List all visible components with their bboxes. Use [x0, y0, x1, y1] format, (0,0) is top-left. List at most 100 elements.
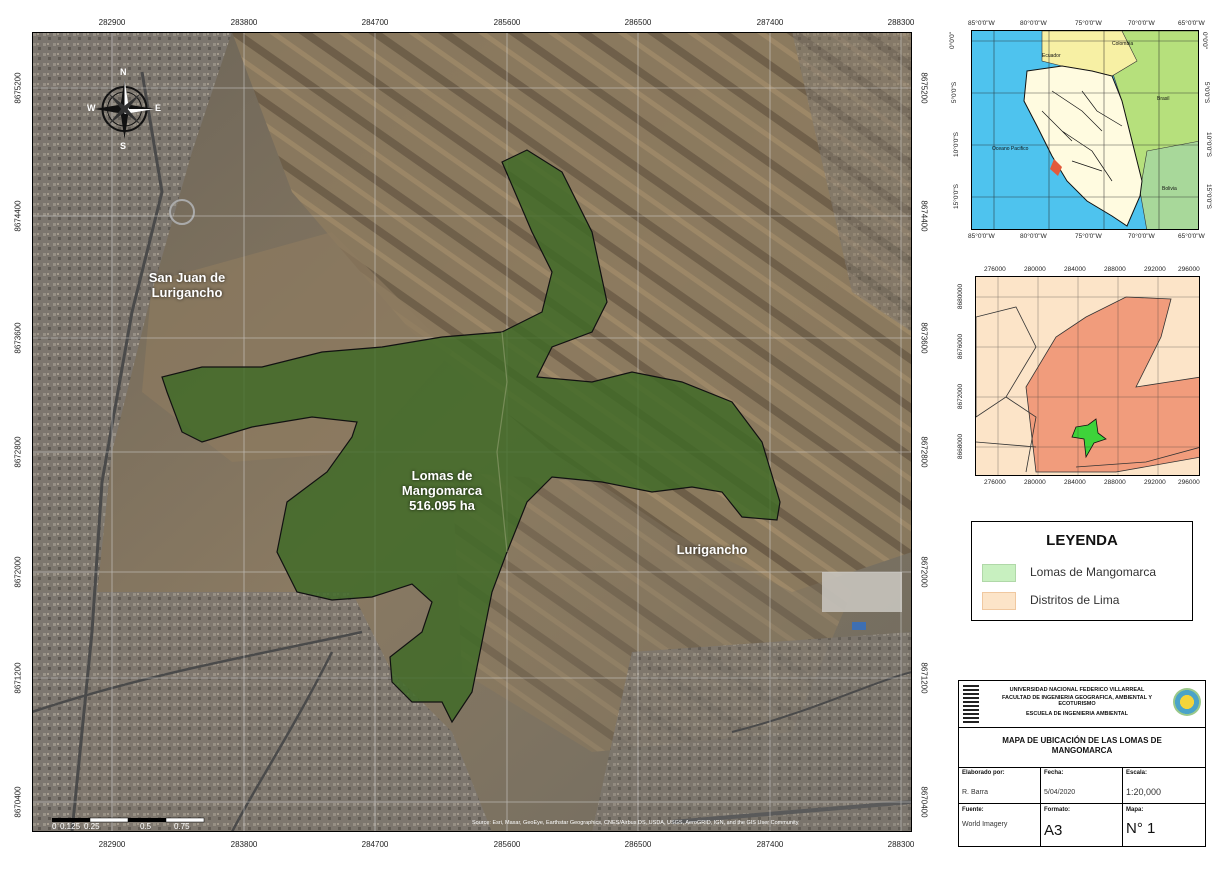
tb-fuente-value: World Imagery: [962, 821, 1008, 828]
tb-fecha-value: 5/04/2020: [1044, 789, 1076, 796]
peru-top-tick: 65°0'0"W: [1178, 20, 1205, 27]
top-tick: 282900: [98, 18, 126, 27]
legend-swatch-distritos: [982, 592, 1016, 610]
scale-label-1: 0.125: [60, 822, 81, 831]
label-bolivia: Bolivia: [1162, 186, 1177, 192]
tb-university: UNIVERSIDAD NACIONAL FEDERICO VILLARREAL: [1009, 687, 1145, 693]
district-top-tick: 296000: [1178, 266, 1200, 273]
lomas-polygon: [161, 149, 781, 724]
tb-map-title: MAPA DE UBICACIÓN DE LAS LOMAS DE MANGOM…: [1002, 736, 1162, 755]
tb-fecha-label: Fecha:: [1044, 770, 1064, 776]
scale-label-3: 0.5: [140, 822, 152, 831]
compass-west: W: [87, 103, 96, 113]
compass-south: S: [120, 141, 127, 151]
left-tick: 8673600: [13, 322, 23, 354]
district-bottom-tick: 284000: [1064, 479, 1086, 486]
right-tick: 8672000: [919, 556, 929, 588]
top-tick: 288300: [887, 18, 915, 27]
peru-bottom-tick: 70°0'0"W: [1128, 233, 1155, 240]
tb-mapa-label: Mapa:: [1126, 807, 1144, 813]
tb-header: UNIVERSIDAD NACIONAL FEDERICO VILLARREAL…: [959, 681, 1205, 728]
district-bottom-tick: 280000: [1024, 479, 1046, 486]
district-top-tick: 280000: [1024, 266, 1046, 273]
scale-label-2: 0.25: [84, 822, 100, 831]
tb-formato-label: Formato:: [1044, 807, 1070, 813]
left-tick: 8672800: [13, 436, 23, 468]
district-top-tick: 276000: [984, 266, 1006, 273]
bottom-tick: 286500: [624, 840, 652, 849]
legend-swatch-lomas: [982, 564, 1016, 582]
district-left-tick: 8668000: [957, 433, 965, 460]
tb-mapa: Mapa: N° 1: [1123, 804, 1205, 846]
bottom-tick: 283800: [230, 840, 258, 849]
tb-fecha: Fecha: 5/04/2020: [1041, 767, 1123, 804]
district-bottom-tick: 288000: [1104, 479, 1126, 486]
legend: LEYENDA Lomas de Mangomarca Distritos de…: [971, 521, 1193, 621]
right-tick: 8672800: [919, 436, 929, 468]
peru-right-tick: 10°0'0"S: [1204, 132, 1212, 157]
tb-escala-value: 1:20,000: [1126, 787, 1162, 797]
bottom-tick: 288300: [887, 840, 915, 849]
tb-faculty: FACULTAD DE INGENIERIA GEOGRAFICA, AMBIE…: [1001, 695, 1153, 707]
district-left-tick: 8680000: [957, 283, 965, 310]
peru-top-tick: 75°0'0"W: [1075, 20, 1102, 27]
label-brasil: Brasil: [1157, 96, 1170, 102]
top-tick: 287400: [756, 18, 784, 27]
legend-title: LEYENDA: [1046, 532, 1118, 549]
tb-escala-label: Escala:: [1126, 770, 1148, 776]
scale-bar-labels: 0 0.125 0.25 0.5 0.75: [52, 822, 252, 832]
label-colombia: Colombia: [1112, 41, 1134, 47]
peru-bottom-tick: 65°0'0"W: [1178, 233, 1205, 240]
peru-left-tick: 0°0'0": [949, 32, 956, 49]
inset-district-map: [975, 276, 1200, 476]
bottom-tick: 287400: [756, 840, 784, 849]
scale-bar: [52, 817, 205, 823]
district-bottom-tick: 296000: [1178, 479, 1200, 486]
main-map: N S E W San Juan de Lurigancho Lomas de …: [32, 32, 912, 832]
district-top-tick: 288000: [1104, 266, 1126, 273]
left-tick: 8672000: [13, 556, 23, 588]
lurigancho-district: [1025, 296, 1199, 473]
tb-formato-value: A3: [1044, 822, 1063, 839]
left-tick: 8671200: [13, 662, 23, 694]
peru-left-tick: 5°0'0"S: [951, 81, 959, 104]
label-ocean: Oceano Pacifico: [992, 146, 1029, 152]
peru-right-tick: 0°0'0": [1201, 32, 1208, 49]
peru-bottom-tick: 75°0'0"W: [1075, 233, 1102, 240]
district-top-tick: 284000: [1064, 266, 1086, 273]
left-tick: 8675200: [13, 72, 23, 104]
compass-rose-icon: N S E W: [87, 67, 162, 151]
satellite-imagery: [32, 32, 912, 832]
tb-fuente-label: Fuente:: [962, 807, 984, 813]
inset-peru-map: Ecuador Colombia Brasil Bolivia Oceano P…: [971, 30, 1199, 230]
district-bottom-tick: 292000: [1144, 479, 1166, 486]
tb-school: ESCUELA DE INGENIERIA AMBIENTAL: [1026, 711, 1128, 717]
tb-escala: Escala: 1:20,000: [1123, 767, 1205, 804]
imagery-attribution: Source: Esri, Maxar, GeoEye, Earthstar G…: [472, 820, 799, 826]
right-tick: 8671200: [919, 662, 929, 694]
compass-north: N: [120, 67, 127, 77]
tb-formato: Formato: A3: [1041, 804, 1123, 846]
compass-east: E: [155, 103, 162, 113]
peru-bottom-tick: 80°0'0"W: [1020, 233, 1047, 240]
peru-top-tick: 80°0'0"W: [1020, 20, 1047, 27]
tb-elaborado-value: R. Barra: [962, 789, 989, 796]
peru-shape: [1023, 65, 1143, 227]
bottom-tick: 282900: [98, 840, 126, 849]
top-tick: 286500: [624, 18, 652, 27]
legend-label: Lomas de Mangomarca: [1030, 565, 1157, 579]
legend-label: Distritos de Lima: [1030, 593, 1120, 607]
qr-code-icon: [963, 685, 979, 723]
bottom-tick: 284700: [361, 840, 389, 849]
university-seal-icon: [1173, 688, 1201, 716]
peru-right-tick: 5°0'0"S: [1203, 81, 1211, 104]
peru-top-tick: 70°0'0"W: [1128, 20, 1155, 27]
peru-top-tick: 85°0'0"W: [968, 20, 995, 27]
district-bottom-tick: 276000: [984, 479, 1006, 486]
title-block: UNIVERSIDAD NACIONAL FEDERICO VILLARREAL…: [958, 680, 1206, 847]
scale-label-4: 0.75: [174, 822, 190, 831]
right-tick: 8670400: [919, 786, 929, 818]
right-tick: 8675200: [919, 72, 929, 104]
label-ecuador: Ecuador: [1042, 53, 1061, 59]
main-map-frame: [32, 32, 912, 832]
